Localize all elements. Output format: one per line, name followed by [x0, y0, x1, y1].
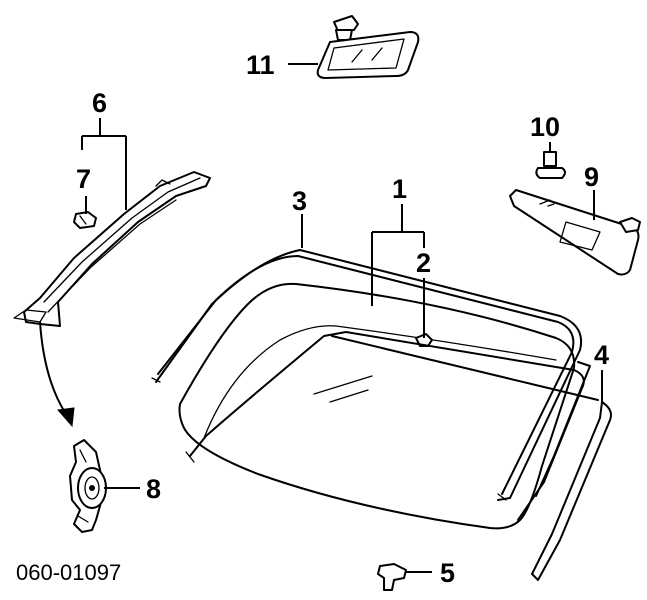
- callout-7: 7: [76, 164, 91, 194]
- leader-lines: [81, 63, 603, 573]
- callout-1: 1: [392, 174, 407, 204]
- callout-4: 4: [594, 340, 609, 370]
- callout-10: 10: [530, 112, 560, 142]
- moulding-clip: [377, 563, 407, 591]
- grommet-clip: [69, 439, 107, 533]
- sun-visor: [509, 189, 641, 276]
- detail-arrow: [39, 321, 67, 415]
- glass-inner-border: [203, 325, 557, 439]
- detail-arrowhead: [57, 407, 75, 428]
- rear-view-mirror: [316, 15, 420, 79]
- visor-holder: [535, 151, 566, 179]
- diagram-part-code: 060-01097: [16, 560, 121, 585]
- callout-5: 5: [440, 558, 455, 588]
- upper-moulding-inner: [157, 255, 575, 495]
- windshield-glass: [178, 282, 576, 530]
- pillar-clip: [73, 211, 97, 229]
- callout-6: 6: [92, 88, 107, 118]
- callout-9: 9: [584, 162, 599, 192]
- pillar-garnish: [13, 171, 211, 327]
- callout-3: 3: [292, 186, 307, 216]
- callout-8: 8: [146, 474, 161, 504]
- callout-2: 2: [416, 248, 431, 278]
- callout-11: 11: [246, 50, 275, 80]
- side-moulding: [189, 331, 585, 521]
